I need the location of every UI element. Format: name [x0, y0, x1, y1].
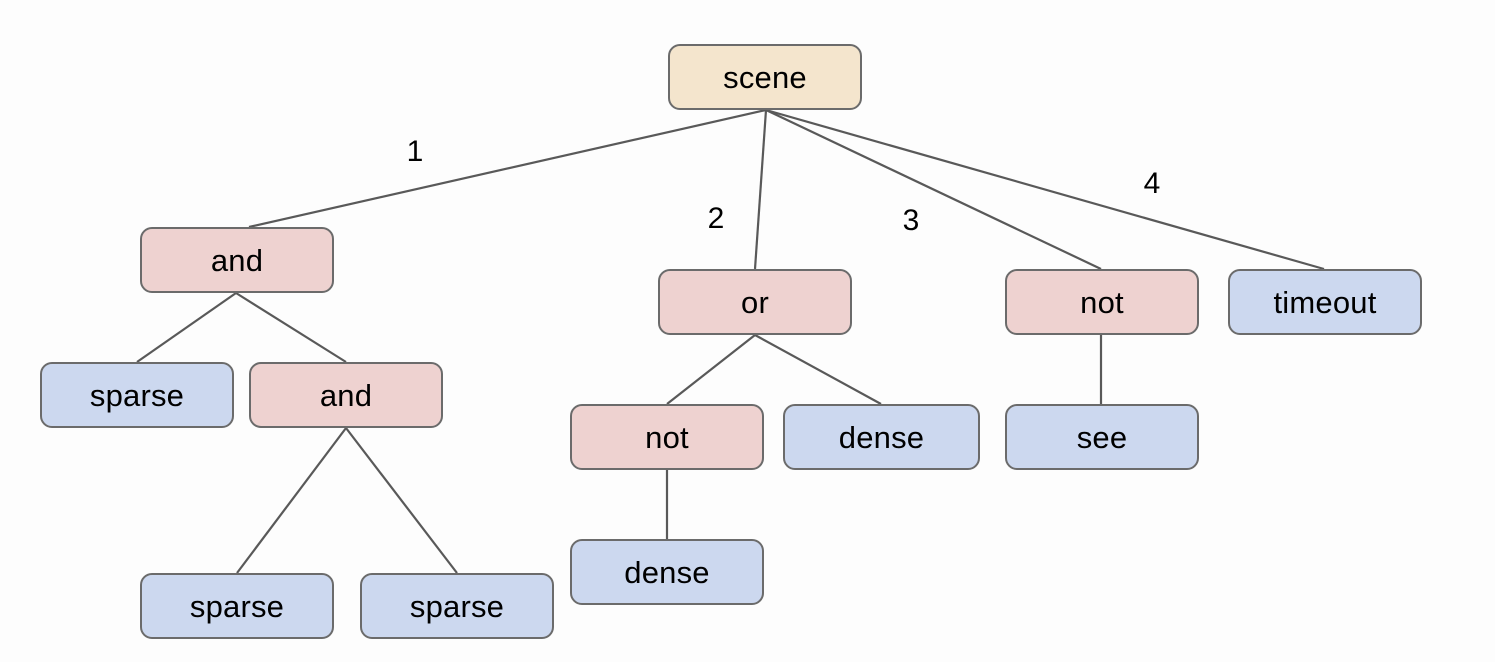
- tree-edge: [765, 108, 1325, 271]
- tree-node-sparse1[interactable]: sparse: [40, 362, 234, 428]
- tree-node-label: sparse: [189, 588, 285, 624]
- edge-label: 4: [1143, 167, 1161, 200]
- tree-edge: [345, 427, 458, 574]
- tree-edge: [765, 109, 1102, 270]
- tree-node-label: not: [1080, 284, 1124, 320]
- tree-edge: [235, 292, 347, 363]
- tree-node-and2[interactable]: and: [249, 362, 443, 428]
- tree-node-label: or: [741, 284, 769, 320]
- edge-label: 2: [707, 202, 725, 235]
- tree-node-label: and: [319, 377, 373, 413]
- tree-node-dense2[interactable]: dense: [570, 539, 764, 605]
- tree-node-and1[interactable]: and: [140, 227, 334, 293]
- tree-node-label: timeout: [1273, 284, 1377, 320]
- tree-node-label: dense: [624, 554, 710, 590]
- tree-node-not2[interactable]: not: [1005, 269, 1199, 335]
- edge-label: 3: [902, 204, 920, 237]
- tree-node-label: not: [645, 419, 689, 455]
- tree-node-dense1[interactable]: dense: [783, 404, 980, 470]
- tree-node-label: scene: [723, 59, 807, 95]
- tree-node-or1[interactable]: or: [658, 269, 852, 335]
- edge-label: 1: [406, 135, 424, 168]
- tree-edge: [248, 108, 767, 229]
- tree-edge: [136, 292, 237, 363]
- tree-edge: [753, 109, 768, 270]
- tree-node-label: and: [210, 242, 264, 278]
- tree-node-sparse3[interactable]: sparse: [360, 573, 554, 639]
- tree-node-timeout[interactable]: timeout: [1228, 269, 1422, 335]
- tree-node-label: sparse: [409, 588, 505, 624]
- tree-node-label: see: [1076, 419, 1128, 455]
- tree-node-see[interactable]: see: [1005, 404, 1199, 470]
- tree-edge: [236, 427, 347, 574]
- tree-edge: [666, 334, 756, 405]
- tree-node-label: dense: [838, 419, 925, 455]
- tree-edge: [754, 334, 882, 405]
- tree-node-label: sparse: [89, 377, 185, 413]
- tree-node-sparse2[interactable]: sparse: [140, 573, 334, 639]
- tree-node-not1[interactable]: not: [570, 404, 764, 470]
- tree-node-scene[interactable]: scene: [668, 44, 862, 110]
